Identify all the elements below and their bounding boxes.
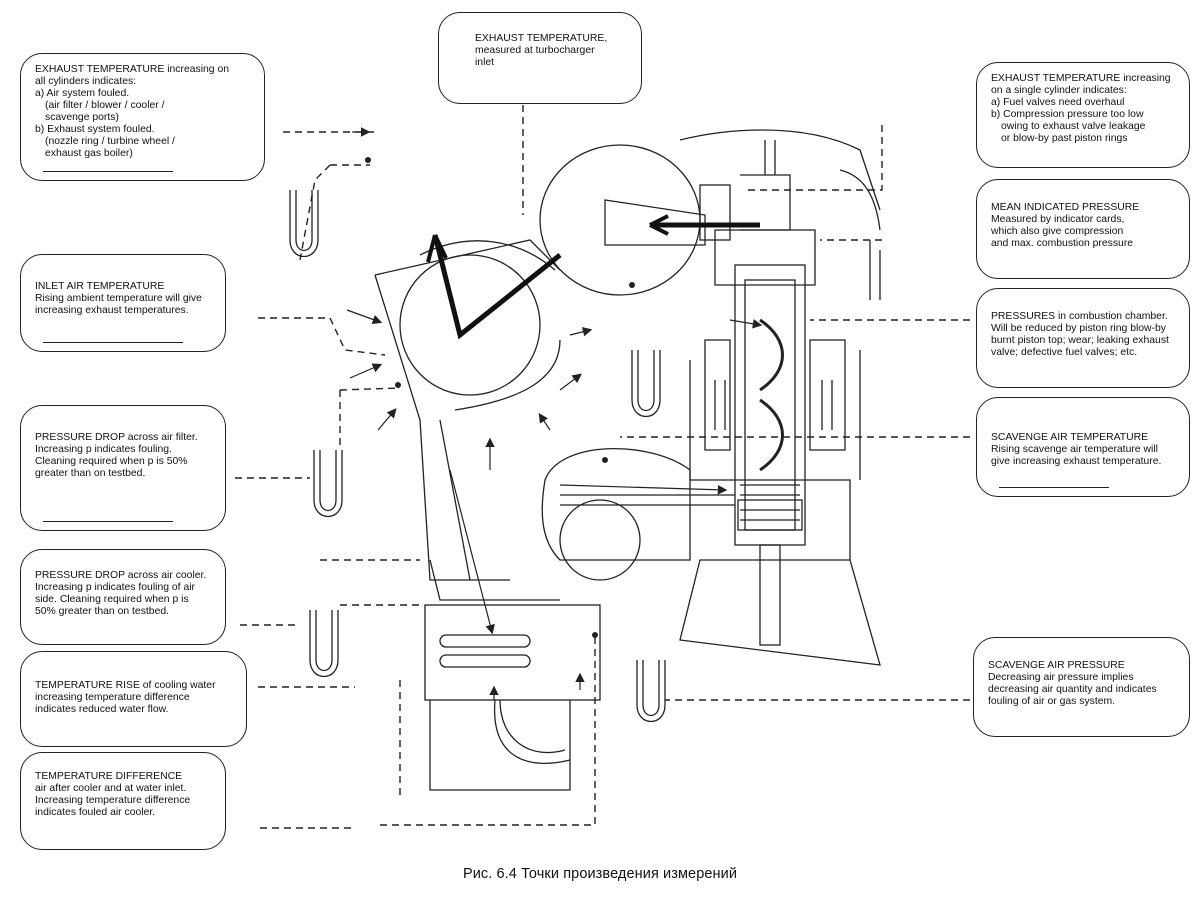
callout-text: Measured by indicator cards, bbox=[991, 214, 1125, 225]
callout-temperature-difference: TEMPERATURE DIFFERENCE air after cooler … bbox=[20, 752, 226, 850]
callout-text: PRESSURE DROP across air cooler. bbox=[35, 570, 207, 581]
callout-text: on a single cylinder indicates: bbox=[991, 85, 1127, 96]
callout-text: EXHAUST TEMPERATURE increasing bbox=[991, 73, 1171, 84]
callout-text: which also give compression bbox=[991, 226, 1124, 237]
callout-exhaust-all-cylinders: EXHAUST TEMPERATURE increasing on all cy… bbox=[20, 53, 265, 181]
callout-pressure-drop-air-cooler: PRESSURE DROP across air cooler. Increas… bbox=[20, 549, 226, 645]
callout-text: (air filter / blower / cooler / bbox=[45, 100, 165, 111]
callout-text: SCAVENGE AIR TEMPERATURE bbox=[991, 432, 1149, 443]
callout-text: PRESSURES in combustion chamber. bbox=[991, 311, 1168, 322]
callout-combustion-chamber-pressures: PRESSURES in combustion chamber. Will be… bbox=[976, 288, 1190, 388]
callout-text: Decreasing air pressure implies bbox=[988, 672, 1134, 683]
callout-exhaust-single-cylinder: EXHAUST TEMPERATURE increasing on a sing… bbox=[976, 62, 1190, 168]
callout-scavenge-air-temperature: SCAVENGE AIR TEMPERATURE Rising scavenge… bbox=[976, 397, 1190, 497]
callout-text: Rising ambient temperature will give bbox=[35, 293, 202, 304]
callout-rule bbox=[43, 171, 173, 172]
callout-text: and max. combustion pressure bbox=[991, 238, 1134, 249]
callout-pressure-drop-air-filter: PRESSURE DROP across air filter. Increas… bbox=[20, 405, 226, 531]
callout-text: b) Exhaust system fouled. bbox=[35, 124, 155, 135]
callout-text: inlet bbox=[475, 57, 495, 68]
callout-text: PRESSURE DROP across air filter. bbox=[35, 432, 198, 443]
callout-text: decreasing air quantity and indicates bbox=[988, 684, 1157, 695]
callout-text: SCAVENGE AIR PRESSURE bbox=[988, 660, 1125, 671]
callout-text: TEMPERATURE DIFFERENCE bbox=[35, 771, 183, 782]
callout-text: measured at turbocharger bbox=[475, 45, 595, 56]
callout-text: scavenge ports) bbox=[45, 112, 119, 123]
callout-text: increasing temperature difference bbox=[35, 692, 190, 703]
callout-text: valve; defective fuel valves; etc. bbox=[991, 347, 1138, 358]
callout-text: INLET AIR TEMPERATURE bbox=[35, 281, 165, 292]
callout-text: air after cooler and at water inlet. bbox=[35, 783, 187, 794]
manometer-2 bbox=[631, 350, 661, 417]
manometer-1 bbox=[289, 190, 319, 257]
callout-text: a) Fuel valves need overhaul bbox=[991, 97, 1125, 108]
callout-text: give increasing exhaust temperature. bbox=[991, 456, 1162, 467]
piston bbox=[737, 499, 803, 531]
callout-text: exhaust gas boiler) bbox=[45, 148, 133, 159]
callout-text: Will be reduced by piston ring blow-by bbox=[991, 323, 1166, 334]
callout-text: EXHAUST TEMPERATURE increasing on bbox=[35, 64, 230, 75]
callout-text: burnt piston top; wear; leaking exhaust bbox=[991, 335, 1169, 346]
callout-exhaust-turbo-inlet: EXHAUST TEMPERATURE, measured at turboch… bbox=[438, 12, 642, 104]
manometer-5 bbox=[636, 660, 666, 722]
callout-text: Increasing p indicates fouling. bbox=[35, 444, 172, 455]
callout-inlet-air-temperature: INLET AIR TEMPERATURE Rising ambient tem… bbox=[20, 254, 226, 352]
manometer-3 bbox=[313, 450, 343, 517]
turbocharger bbox=[539, 144, 701, 296]
callout-text: indicates fouled air cooler. bbox=[35, 807, 156, 818]
callout-rule bbox=[43, 342, 183, 343]
callout-text: increasing exhaust temperatures. bbox=[35, 305, 189, 316]
engine-frame bbox=[679, 559, 881, 666]
callout-scavenge-air-pressure: SCAVENGE AIR PRESSURE Decreasing air pre… bbox=[973, 637, 1190, 737]
callout-text: b) Compression pressure too low bbox=[991, 109, 1144, 120]
callout-text: TEMPERATURE RISE of cooling water bbox=[35, 680, 216, 691]
callout-rule bbox=[999, 487, 1109, 488]
callout-temperature-rise-cooling-water: TEMPERATURE RISE of cooling water increa… bbox=[20, 651, 247, 747]
callout-mean-indicated-pressure: MEAN INDICATED PRESSURE Measured by indi… bbox=[976, 179, 1190, 279]
callout-text: (nozzle ring / turbine wheel / bbox=[45, 136, 175, 147]
callout-text: side. Cleaning required when p is bbox=[35, 594, 189, 605]
callout-text: all cylinders indicates: bbox=[35, 76, 137, 87]
callout-text: Increasing p indicates fouling of air bbox=[35, 582, 195, 593]
callout-text: or blow-by past piston rings bbox=[1001, 133, 1128, 144]
callout-text: Cleaning required when p is 50% bbox=[35, 456, 188, 467]
callout-text: a) Air system fouled. bbox=[35, 88, 130, 99]
callout-text: Rising scavenge air temperature will bbox=[991, 444, 1158, 455]
air-cooler bbox=[424, 604, 601, 701]
callout-text: indicates reduced water flow. bbox=[35, 704, 169, 715]
manometer-4 bbox=[309, 610, 339, 677]
callout-text: fouling of air or gas system. bbox=[988, 696, 1116, 707]
callout-text: 50% greater than on testbed. bbox=[35, 606, 170, 617]
callout-rule bbox=[43, 521, 173, 522]
scavenge-receiver bbox=[541, 448, 691, 561]
figure-caption: Рис. 6.4 Точки произведения измерений bbox=[462, 866, 738, 882]
callout-text: Increasing temperature difference bbox=[35, 795, 191, 806]
callout-text: owing to exhaust valve leakage bbox=[1001, 121, 1146, 132]
callout-text: MEAN INDICATED PRESSURE bbox=[991, 202, 1140, 213]
callout-text: EXHAUST TEMPERATURE, bbox=[475, 33, 608, 44]
callout-text: greater than on testbed. bbox=[35, 468, 146, 479]
